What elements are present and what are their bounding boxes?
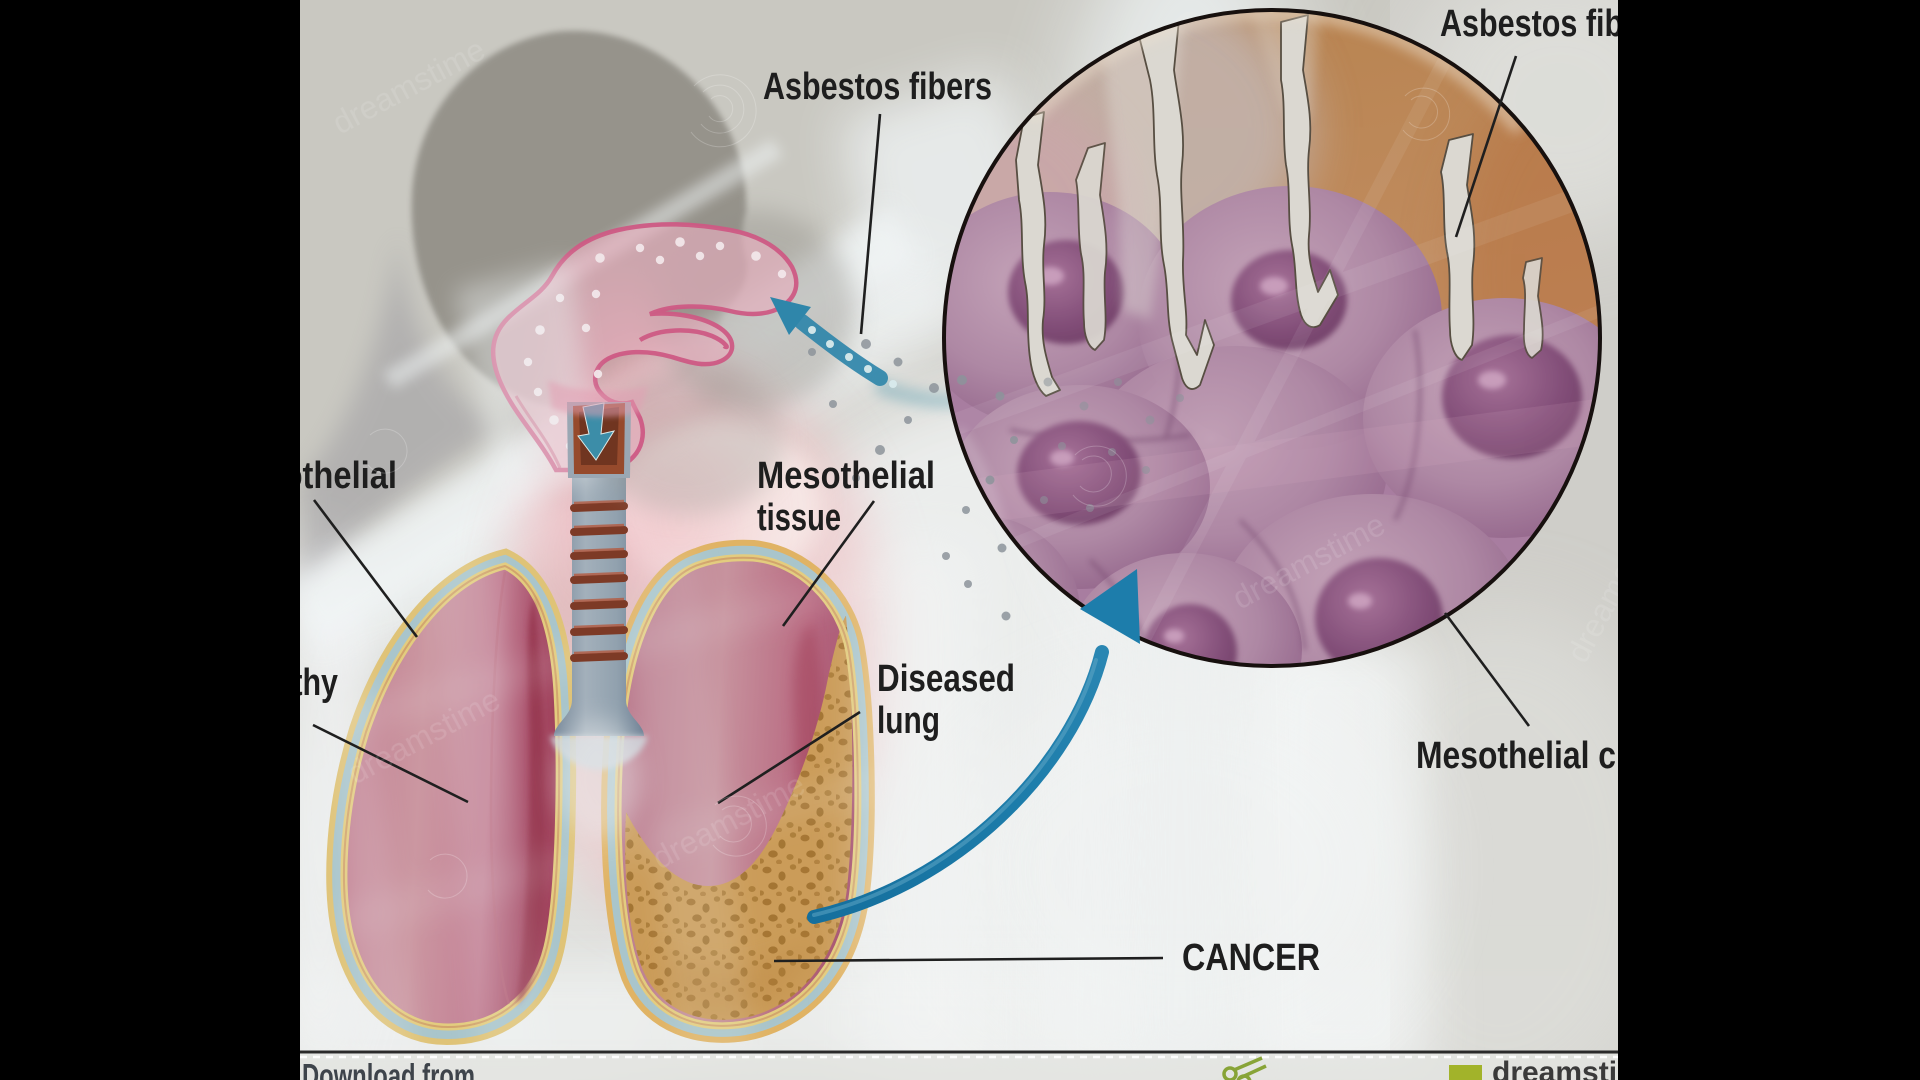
- svg-text:Asbestos fibers: Asbestos fibers: [1440, 3, 1669, 45]
- svg-text:Mesothelial: Mesothelial: [757, 455, 935, 497]
- svg-text:CANCER: CANCER: [1182, 937, 1320, 979]
- svg-text:Asbestos fibers: Asbestos fibers: [763, 66, 992, 108]
- svg-text:dreamstime: dreamstime: [1492, 1056, 1660, 1080]
- svg-text:Download from: Download from: [302, 1057, 475, 1080]
- svg-text:tissue: tissue: [757, 497, 841, 539]
- svg-text:Healthy: Healthy: [228, 662, 338, 704]
- svg-text:lung: lung: [877, 700, 940, 742]
- svg-text:Mesothelial: Mesothelial: [219, 455, 397, 497]
- svg-text:Mesothelial c: Mesothelial c: [1416, 735, 1616, 777]
- svg-text:Diseased: Diseased: [877, 658, 1015, 700]
